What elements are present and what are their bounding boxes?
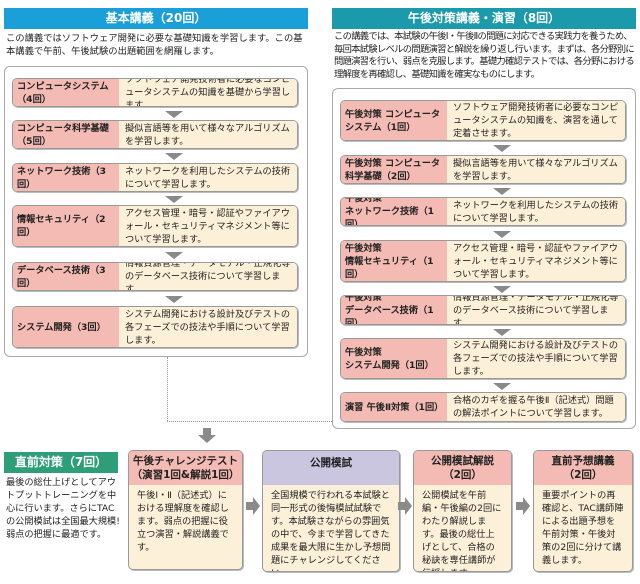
afternoon-item: 午後対策 データベース技術（1回）情報資源管理・データモデル・正規化等のデータベ… bbox=[340, 295, 626, 325]
item-label: 演習 午後Ⅱ対策（1回） bbox=[341, 393, 447, 421]
afternoon-lecture-description: この講義では、本試験の午後Ⅰ・午後Ⅱの問題に対応できる実践力を養うため、毎回本試… bbox=[334, 31, 636, 81]
item-label: 午後対策 システム開発（1回） bbox=[341, 339, 447, 378]
afternoon-item: 午後対策 システム開発（1回）システム開発における設計及びテストの各フェーズでの… bbox=[340, 338, 626, 379]
item-text: 情報資源管理・データモデル・正規化等のデータベース技術について学習します。 bbox=[447, 296, 625, 324]
item-text: システム開発における設計及びテストの各フェーズでの技法や手順について学習します。 bbox=[119, 307, 297, 347]
final-lecture-header: 直前対策（7回） bbox=[4, 452, 118, 473]
item-text: アクセス管理・暗号・認証やファイアウォール・セキュリティマネジメント等について学… bbox=[119, 206, 297, 246]
basic-item: コンピュータ科学基礎 （5回）擬似言語等を用いて様々なアルゴリズムを学習します。 bbox=[12, 120, 298, 149]
basic-lecture-panel: コンピュータシステム （4回）ソフトウェア開発技術者に必要なコンピュータシステム… bbox=[4, 66, 308, 357]
arrow-down-icon bbox=[493, 188, 511, 195]
connector-line bbox=[167, 421, 332, 422]
item-text: 擬似言語等を用いて様々なアルゴリズムを学習します。 bbox=[447, 156, 625, 183]
final-card: 午後チャレンジテスト （演習1回&解説1回） 午後Ⅰ・Ⅱ（記述式）における理解度… bbox=[128, 450, 243, 570]
card-text: 公開模試を午前編・午後編の2回にわたり解説します。最後の総仕上げとして、合格の秘… bbox=[422, 490, 502, 571]
afternoon-lecture-panel: 午後対策 コンピュータ システム（1回）ソフトウェア開発技術者に必要なコンピュー… bbox=[332, 88, 636, 429]
card-title: 直前予想講義 （2回） bbox=[534, 451, 632, 485]
arrow-down-icon bbox=[165, 153, 183, 160]
afternoon-item: 午後対策 コンピュータ 科学基礎（2回）擬似言語等を用いて様々なアルゴリズムを学… bbox=[340, 155, 626, 184]
afternoon-item: 午後対策 コンピュータ システム（1回）ソフトウェア開発技術者に必要なコンピュー… bbox=[340, 100, 626, 141]
card-text: 午後Ⅰ・Ⅱ（記述式）における理解度を確認します。弱点の把握に役立つ演習・解説講義… bbox=[137, 490, 229, 553]
arrow-down-icon bbox=[493, 383, 511, 390]
arrow-right-icon bbox=[398, 497, 412, 515]
item-label: 午後対策 データベース技術（1回） bbox=[341, 296, 447, 324]
connector-line bbox=[167, 357, 168, 421]
arrow-down-icon bbox=[165, 252, 183, 259]
arrow-down-icon bbox=[493, 329, 511, 336]
basic-item: システム開発（3回）システム開発における設計及びテストの各フェーズでの技法や手順… bbox=[12, 306, 298, 348]
item-label: コンピュータシステム （4回） bbox=[13, 79, 119, 106]
item-text: ソフトウェア開発技術者に必要なコンピュータシステムの知識を基礎から学習します。 bbox=[119, 79, 297, 106]
item-label: ネットワーク技術（3回） bbox=[13, 164, 119, 191]
basic-item: コンピュータシステム （4回）ソフトウェア開発技術者に必要なコンピュータシステム… bbox=[12, 78, 298, 107]
final-card: 公開模試 全国規模で行われる本試験と同一形式の後悔模試試験です。本試験さながらの… bbox=[262, 450, 400, 572]
basic-lecture-description: この講義ではソフトウェア開発に必要な基礎知識を学習します。この基本講義で午前、午… bbox=[6, 33, 303, 57]
item-text: ネットワークを利用したシステムの技術について学習します。 bbox=[447, 198, 625, 225]
item-label: システム開発（3回） bbox=[13, 307, 119, 347]
arrow-down-icon bbox=[198, 428, 216, 443]
card-title: 午後チャレンジテスト （演習1回&解説1回） bbox=[129, 451, 242, 485]
basic-item: ネットワーク技術（3回）ネットワークを利用したシステムの技術について学習します。 bbox=[12, 163, 298, 192]
item-text: アクセス管理・暗号・認証やファイアウォール・セキュリティマネジメント等について学… bbox=[447, 241, 625, 281]
arrow-down-icon bbox=[165, 296, 183, 303]
arrow-down-icon bbox=[165, 111, 183, 118]
item-text: 合格のカギを握る午後Ⅱ（記述式）問題の解法ポイントについて学習します。 bbox=[447, 393, 625, 421]
card-text: 重要ポイントの再確認と、TAC講師陣による出題予想を午前対策・午後対策の2回に分… bbox=[542, 490, 624, 566]
item-label: 午後対策 コンピュータ 科学基礎（2回） bbox=[341, 156, 447, 183]
afternoon-lecture-header: 午後対策講義・演習（8回） bbox=[332, 8, 636, 29]
item-text: ネットワークを利用したシステムの技術について学習します。 bbox=[119, 164, 297, 191]
arrow-down-icon bbox=[165, 196, 183, 203]
item-label: コンピュータ科学基礎 （5回） bbox=[13, 121, 119, 148]
final-lecture-description: 最後の総仕上げとしてアウトプットトレーニングを中心に行います。さらにTACの公開… bbox=[6, 477, 120, 540]
item-text: システム開発における設計及びテストの各フェーズでの技法や手順について学習します。 bbox=[447, 339, 625, 378]
item-label: データベース技術（3回） bbox=[13, 263, 119, 290]
arrow-down-icon bbox=[493, 145, 511, 152]
card-text: 全国規模で行われる本試験と同一形式の後悔模試試験です。本試験さながらの雰囲気の中… bbox=[271, 490, 391, 571]
final-card: 直前予想講義 （2回） 重要ポイントの再確認と、TAC講師陣による出題予想を午前… bbox=[533, 450, 633, 572]
item-text: ソフトウェア開発技術者に必要なコンピュータシステムの知識を、演習を通して定着させ… bbox=[447, 101, 625, 140]
basic-item: データベース技術（3回）情報資源管理・データモデル・正規化等のデータベース技術に… bbox=[12, 262, 298, 291]
basic-lecture-header: 基本講義（20回） bbox=[4, 8, 308, 29]
arrow-right-icon bbox=[516, 497, 530, 515]
afternoon-item: 午後対策 ネットワーク技術（1回）ネットワークを利用したシステムの技術について学… bbox=[340, 197, 626, 226]
arrow-right-icon bbox=[246, 497, 260, 515]
afternoon-item: 演習 午後Ⅱ対策（1回）合格のカギを握る午後Ⅱ（記述式）問題の解法ポイントについ… bbox=[340, 392, 626, 422]
card-title: 公開模試解説 （2回） bbox=[414, 451, 511, 485]
arrow-down-icon bbox=[493, 286, 511, 293]
afternoon-item: 午後対策 情報セキュリティ（1回）アクセス管理・暗号・認証やファイアウォール・セ… bbox=[340, 240, 626, 282]
basic-item: 情報セキュリティ（2回）アクセス管理・暗号・認証やファイアウォール・セキュリティ… bbox=[12, 205, 298, 247]
item-text: 情報資源管理・データモデル・正規化等のデータベース技術について学習します。 bbox=[119, 263, 297, 290]
item-text: 擬似言語等を用いて様々なアルゴリズムを学習します。 bbox=[119, 121, 297, 148]
item-label: 情報セキュリティ（2回） bbox=[13, 206, 119, 246]
item-label: 午後対策 情報セキュリティ（1回） bbox=[341, 241, 447, 281]
item-label: 午後対策 ネットワーク技術（1回） bbox=[341, 198, 447, 225]
final-card: 公開模試解説 （2回） 公開模試を午前編・午後編の2回にわたり解説します。最後の… bbox=[413, 450, 512, 572]
card-title: 公開模試 bbox=[263, 451, 399, 485]
item-label: 午後対策 コンピュータ システム（1回） bbox=[341, 101, 447, 140]
arrow-down-icon bbox=[493, 231, 511, 238]
